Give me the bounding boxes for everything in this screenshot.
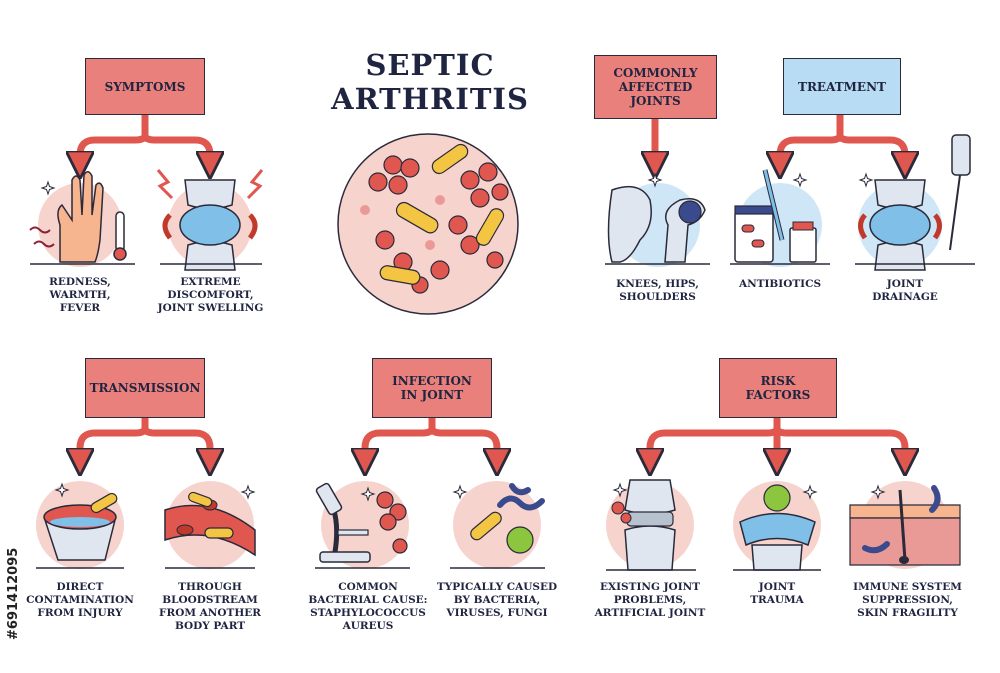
inflamed-hand-icon — [29, 171, 135, 267]
caption-joints: KNEES, HIPS, SHOULDERS — [600, 278, 715, 304]
hip-joint-icon — [605, 173, 710, 267]
treatment-arrows — [780, 115, 905, 165]
antibiotics-icon — [730, 169, 830, 267]
joint-trauma-icon — [733, 481, 821, 571]
caption-line: REDNESS, — [49, 276, 111, 288]
caption-line: ARTIFICIAL JOINT — [594, 607, 706, 619]
infection-box: INFECTION IN JOINT — [372, 358, 492, 418]
caption-line: DRAINAGE — [872, 291, 938, 303]
infection-heading-2: IN JOINT — [400, 388, 464, 402]
caption-line: DISCOMFORT, — [167, 289, 254, 301]
caption-line: CONTAMINATION — [26, 594, 134, 606]
transmission-arrows — [80, 418, 210, 462]
caption-bacterial-cause: COMMON BACTERIAL CAUSE: STAPHYLOCOCCUS A… — [308, 581, 428, 633]
swollen-joint-icon — [156, 169, 264, 271]
caption-line: JOINT — [886, 278, 924, 290]
affected-heading-1: COMMONLY — [613, 66, 698, 80]
affected-heading-3: JOINTS — [630, 94, 681, 108]
infection-heading-1: INFECTION — [392, 374, 472, 388]
caption-line: KNEES, HIPS, — [616, 278, 699, 290]
risk-heading-1: RISK — [760, 374, 796, 388]
treatment-box: TREATMENT — [783, 58, 901, 115]
joint-drainage-icon — [855, 134, 975, 271]
caption-trauma: JOINT TRAUMA — [727, 581, 827, 607]
caption-line: ANTIBIOTICS — [738, 278, 822, 290]
caption-redness: REDNESS, WARMTH, FEVER — [30, 276, 130, 315]
caption-line: JOINT SWELLING — [157, 302, 264, 314]
caption-line: BODY PART — [174, 620, 246, 632]
caption-line: THROUGH — [178, 581, 242, 593]
caption-line: SHOULDERS — [619, 291, 696, 303]
title-line-1: SEPTIC — [365, 48, 495, 82]
treatment-heading: TREATMENT — [798, 79, 886, 94]
caption-line: IMMUNE SYSTEM — [853, 581, 962, 593]
caption-existing-joint: EXISTING JOINT PROBLEMS, ARTIFICIAL JOIN… — [590, 581, 710, 620]
affected-heading-2: AFFECTED — [618, 80, 693, 94]
caption-line: EXISTING JOINT — [599, 581, 701, 593]
caption-drainage: JOINT DRAINAGE — [855, 278, 955, 304]
caption-line: FROM INJURY — [37, 607, 123, 619]
microscope-icon — [315, 481, 410, 569]
risk-arrows — [650, 418, 905, 462]
caption-line: BY BACTERIA, — [453, 594, 541, 606]
caption-line: SUPPRESSION, — [862, 594, 953, 606]
caption-bloodstream: THROUGH BLOODSTREAM FROM ANOTHER BODY PA… — [155, 581, 265, 633]
skin-layers-icon — [849, 481, 961, 569]
caption-contamination: DIRECT CONTAMINATION FROM INJURY — [25, 581, 135, 620]
bacteria-circle-icon — [337, 133, 519, 315]
caption-line: FEVER — [59, 302, 101, 314]
symptoms-heading: SYMPTOMS — [104, 79, 186, 94]
pathogens-icon — [450, 481, 545, 569]
caption-antibiotics: ANTIBIOTICS — [730, 278, 830, 291]
caption-line: PROBLEMS, — [613, 594, 687, 606]
caption-typically-caused: TYPICALLY CAUSED BY BACTERIA, VIRUSES, F… — [432, 581, 562, 620]
transmission-box: TRANSMISSION — [85, 358, 205, 418]
risk-heading-2: FACTORS — [745, 388, 811, 402]
caption-line: WARMTH, — [49, 289, 111, 301]
caption-line: COMMON — [338, 581, 398, 593]
caption-line: VIRUSES, FUNGI — [446, 607, 548, 619]
stock-image-id: #691412095 — [6, 547, 21, 640]
caption-line: EXTREME — [180, 276, 241, 288]
title-line-2: ARTHRITIS — [331, 82, 529, 116]
caption-line: AUREUS — [342, 620, 394, 632]
risk-box: RISK FACTORS — [719, 358, 837, 418]
caption-immune: IMMUNE SYSTEM SUPPRESSION, SKIN FRAGILIT… — [845, 581, 970, 620]
caption-line: STAPHYLOCOCCUS — [310, 607, 426, 619]
symptoms-box: SYMPTOMS — [85, 58, 205, 115]
caption-discomfort: EXTREME DISCOMFORT, JOINT SWELLING — [148, 276, 273, 315]
caption-line: BACTERIAL CAUSE: — [308, 594, 428, 606]
wound-contamination-icon — [36, 481, 124, 569]
caption-line: BLOODSTREAM — [162, 594, 258, 606]
commonly-affected-box: COMMONLY AFFECTED JOINTS — [594, 55, 717, 119]
bloodstream-icon — [164, 481, 256, 569]
caption-line: TYPICALLY CAUSED — [436, 581, 558, 593]
caption-line: SKIN FRAGILITY — [857, 607, 958, 619]
artificial-knee-icon — [606, 479, 696, 571]
diagram-title: SEPTIC ARTHRITIS — [330, 48, 530, 116]
caption-line: JOINT — [758, 581, 796, 593]
symptoms-arrows — [80, 115, 210, 165]
transmission-heading: TRANSMISSION — [89, 381, 201, 395]
caption-line: TRAUMA — [750, 594, 804, 606]
caption-line: DIRECT — [56, 581, 104, 593]
caption-line: FROM ANOTHER — [159, 607, 261, 619]
infection-arrows — [365, 418, 497, 462]
